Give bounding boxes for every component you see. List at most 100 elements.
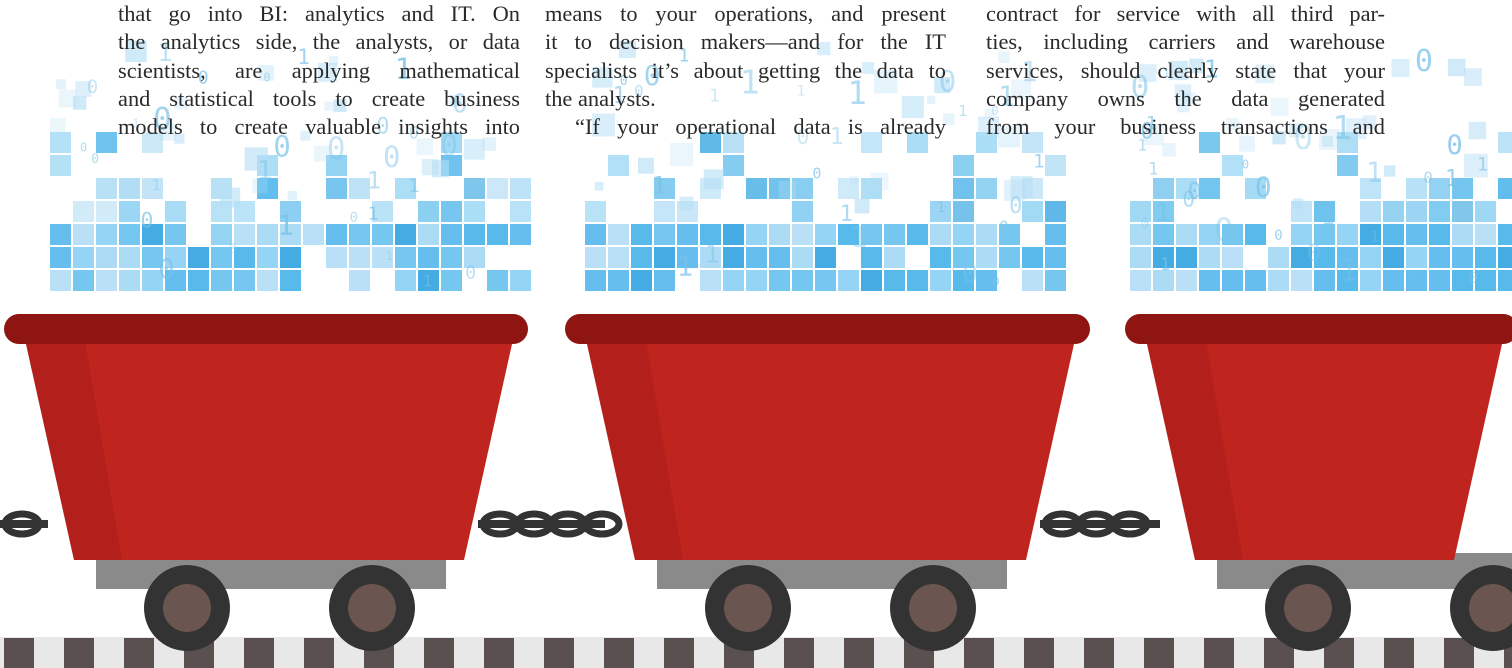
data-block [953, 247, 974, 268]
data-block [1314, 224, 1335, 245]
cart-body [1145, 335, 1504, 560]
binary-digit: 0 [999, 218, 1009, 238]
data-block [1464, 153, 1488, 178]
data-block [510, 178, 531, 199]
data-block [1314, 247, 1335, 268]
binary-digit: 1 [652, 172, 666, 200]
data-block [1245, 224, 1266, 245]
text-line: from your business transactions and [986, 114, 1385, 140]
data-block [464, 201, 485, 222]
article-column-3: contract for service with all third par-… [986, 0, 1385, 141]
data-block [50, 117, 66, 134]
data-block [487, 178, 508, 199]
data-block [119, 178, 140, 199]
data-block [482, 137, 496, 151]
data-block [838, 270, 859, 291]
wheel-hub [724, 584, 772, 632]
data-block [1176, 247, 1197, 268]
cart-shade [585, 335, 683, 560]
data-block [1314, 270, 1335, 291]
data-block [585, 247, 606, 268]
data-block [1130, 270, 1151, 291]
binary-digit: 0 [939, 64, 956, 98]
data-block [930, 224, 951, 245]
binary-digit: 0 [1423, 168, 1433, 187]
data-block [746, 270, 767, 291]
binary-digit: 1 [1445, 166, 1459, 192]
rail-tie [604, 638, 634, 668]
data-block [792, 224, 813, 245]
binary-digit: 1 [613, 83, 627, 109]
rail-tie [664, 638, 694, 668]
data-block [1362, 115, 1377, 130]
data-block [769, 247, 790, 268]
data-block [723, 247, 744, 268]
data-block [792, 178, 813, 199]
data-block [50, 155, 71, 176]
data-block [449, 95, 462, 108]
data-block [1045, 224, 1066, 245]
text-line: company owns the data generated [986, 85, 1385, 111]
data-block [395, 270, 416, 291]
data-block [1153, 270, 1174, 291]
data-block [431, 160, 449, 178]
data-block [874, 70, 898, 94]
data-block [999, 224, 1020, 245]
data-block [395, 224, 416, 245]
chain-bar [0, 520, 48, 528]
data-block [723, 155, 744, 176]
data-block [1383, 201, 1404, 222]
data-block [257, 178, 278, 199]
data-block [1498, 224, 1512, 245]
data-block [1143, 124, 1164, 146]
data-block [746, 224, 767, 245]
data-block [862, 62, 875, 75]
data-block [998, 125, 1020, 148]
data-block [700, 247, 721, 268]
rail-tie [424, 638, 454, 668]
data-block [631, 224, 652, 245]
binary-digit: 0 [452, 90, 468, 120]
data-block [953, 178, 974, 199]
binary-digit: 0 [141, 209, 154, 233]
data-block [50, 270, 71, 291]
binary-digit: 1 [1204, 54, 1219, 83]
data-block [976, 178, 997, 199]
rail-tie [544, 638, 574, 668]
binary-digit: 0 [198, 67, 209, 88]
data-block [792, 201, 813, 222]
data-block [1452, 247, 1473, 268]
text-line: it to decision makers—and for the IT [545, 29, 946, 55]
data-block [907, 132, 928, 153]
data-block [654, 247, 675, 268]
data-block [930, 201, 951, 222]
data-block [901, 96, 924, 119]
data-block [258, 65, 274, 81]
binary-digit: 1 [840, 202, 853, 227]
data-block [677, 247, 698, 268]
chain-link [1109, 510, 1151, 538]
data-block [1022, 270, 1043, 291]
binary-digit: 0 [1141, 216, 1149, 232]
data-block [234, 247, 255, 268]
data-block [174, 96, 188, 110]
data-block [1475, 247, 1496, 268]
data-block [953, 224, 974, 245]
data-block [976, 270, 997, 291]
data-block [73, 224, 94, 245]
binary-digit: 1 [277, 209, 294, 242]
data-block [1406, 247, 1427, 268]
wheel-hub [1284, 584, 1332, 632]
binary-digit: 1 [958, 102, 967, 120]
data-block [907, 270, 928, 291]
data-block [349, 224, 370, 245]
binary-digit: 0 [962, 260, 978, 290]
data-block [349, 178, 370, 199]
data-block [592, 113, 615, 137]
data-block [1360, 178, 1381, 199]
data-block [778, 180, 797, 199]
mine-carts [4, 314, 1512, 651]
data-block [585, 201, 606, 222]
data-block [1045, 155, 1066, 176]
data-block [50, 132, 71, 153]
